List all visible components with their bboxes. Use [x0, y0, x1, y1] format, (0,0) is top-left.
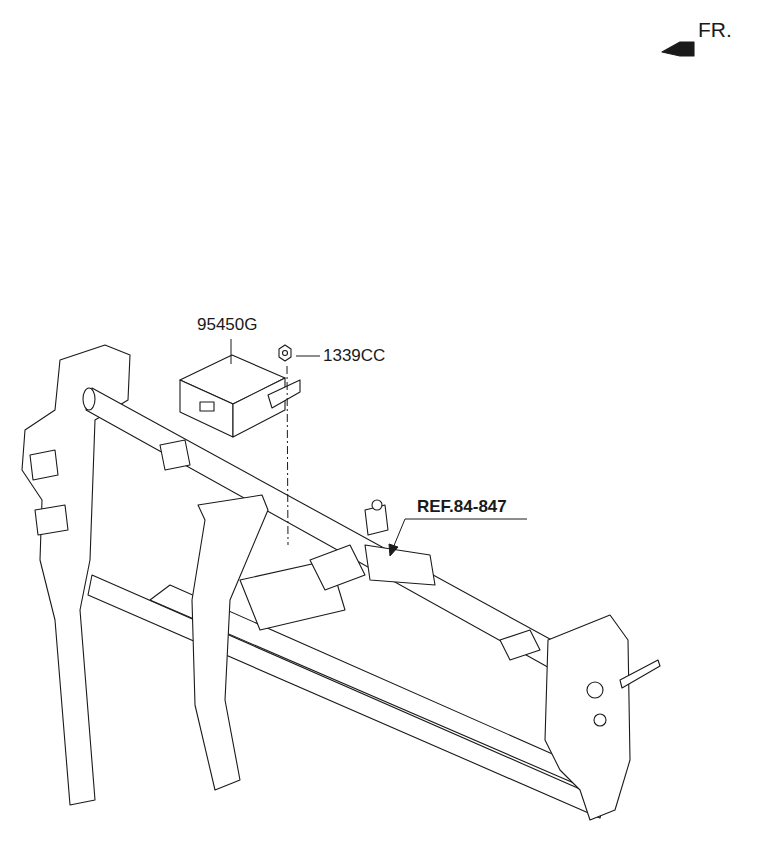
stud: [620, 660, 660, 688]
tube-end: [83, 388, 95, 410]
tube-bracket: [365, 545, 435, 585]
bracket-hole: [587, 682, 603, 698]
right-bracket: [545, 615, 630, 820]
crossbar-tube: [86, 388, 570, 675]
nut-hole: [283, 351, 288, 356]
tube-bracket: [500, 630, 540, 660]
leader-arrowhead: [389, 544, 398, 556]
lower-beam: [88, 575, 605, 818]
install-axis: [287, 366, 288, 545]
part-number: 1339CC: [323, 346, 385, 366]
nut: [279, 345, 291, 361]
leader-line: [393, 519, 405, 548]
tube-bracket: [310, 545, 365, 590]
leader-line: [231, 339, 232, 364]
front-indicator: FR.: [698, 18, 732, 42]
reference-number: REF.84-847: [417, 497, 507, 517]
reference-underline: [405, 519, 527, 520]
module-bracket: [268, 380, 300, 408]
left-bracket-tab: [30, 450, 58, 480]
tube-bracket: [160, 440, 190, 470]
module-front: [180, 380, 233, 437]
front-arrow: [662, 42, 694, 56]
part-number: 95450G: [197, 315, 258, 335]
center-brace: [192, 495, 268, 790]
leader-line: [296, 356, 320, 357]
bracket-hole: [594, 714, 606, 726]
module-side: [233, 378, 285, 437]
module-connector: [200, 402, 214, 411]
left-bracket-tab: [35, 505, 68, 535]
stud: [372, 500, 382, 510]
